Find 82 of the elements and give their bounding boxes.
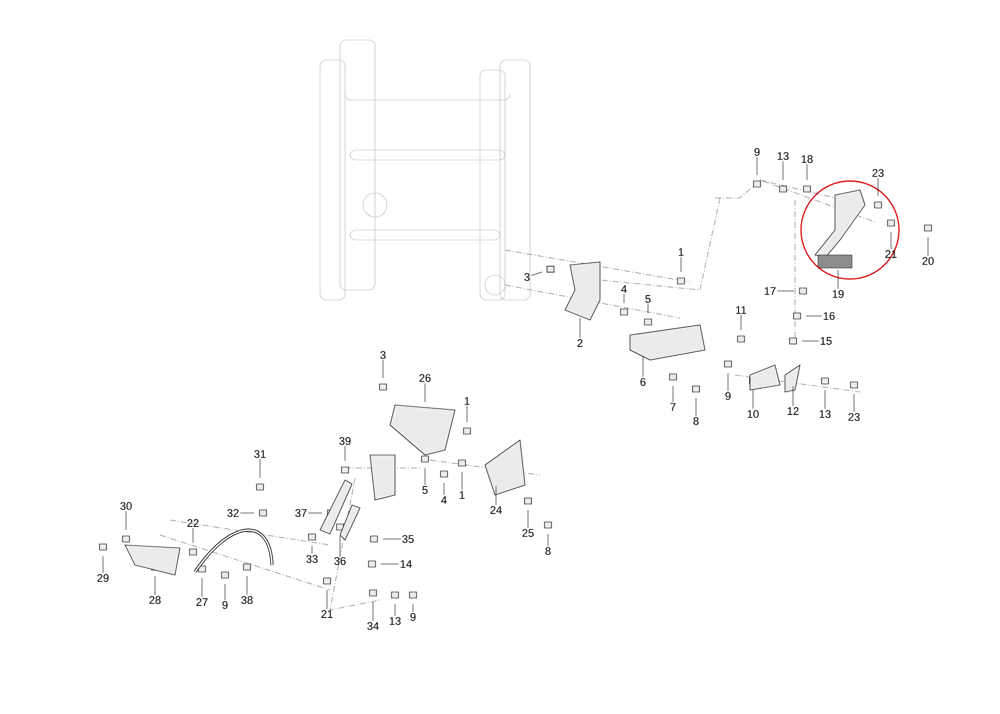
callout-number: 1 — [678, 248, 684, 256]
leader-line — [412, 604, 414, 612]
callout-number: 4 — [441, 496, 447, 504]
leader-line — [424, 468, 426, 486]
leader-line — [246, 576, 248, 596]
leader-line — [224, 584, 226, 600]
callout-number: 16 — [824, 312, 835, 320]
callout-number: 8 — [693, 417, 699, 425]
callout-number: 4 — [621, 285, 627, 293]
callout-number: 34 — [367, 622, 379, 630]
callout-number: 9 — [222, 601, 228, 609]
leader-line — [372, 602, 374, 622]
callout-number: 1 — [460, 491, 465, 499]
leader-line — [680, 256, 682, 272]
leader-line — [382, 538, 401, 540]
callout-number: 32 — [227, 509, 239, 517]
callout-number: 33 — [306, 555, 318, 563]
callout-number: 3 — [380, 351, 386, 359]
callout-number: 3 — [524, 273, 530, 281]
leader-line — [154, 576, 156, 596]
callout-number: 38 — [241, 596, 253, 604]
callout-number: 35 — [402, 535, 414, 543]
callout-number: 29 — [97, 574, 109, 582]
leader-line — [192, 528, 194, 544]
callout-number: 13 — [778, 152, 789, 160]
callout-number: 26 — [419, 374, 431, 382]
leader-line — [382, 360, 384, 378]
callout-number: 31 — [254, 450, 266, 458]
callout-number: 27 — [196, 598, 208, 606]
callout-number: 13 — [390, 617, 401, 625]
callout-number: 20 — [922, 257, 934, 265]
leader-line — [240, 512, 254, 514]
callout-number: 2 — [578, 339, 583, 347]
leader-line — [756, 156, 758, 176]
leader-line — [782, 160, 784, 180]
callout-number: 13 — [820, 410, 831, 418]
leader-line — [740, 314, 742, 330]
leader-line — [752, 390, 754, 410]
callout-number: 5 — [422, 486, 428, 494]
leader-line — [394, 604, 396, 616]
callout-number: 30 — [120, 502, 132, 510]
callout-number: 11 — [736, 306, 746, 314]
callout-number: 9 — [410, 613, 416, 621]
callout-number: 7 — [670, 403, 676, 411]
leader-line — [326, 590, 328, 610]
callout-number: 1 — [464, 397, 470, 405]
leader-line — [806, 164, 808, 180]
callout-number: 10 — [748, 410, 759, 418]
callout-number: 12 — [788, 407, 799, 415]
callout-number: 6 — [640, 378, 646, 386]
callout-number: 9 — [725, 392, 731, 400]
callout-number: 14 — [400, 560, 412, 568]
leader-line — [344, 446, 346, 462]
callout-number: 22 — [187, 519, 199, 527]
callout-number: 36 — [334, 557, 346, 565]
callout-number: 5 — [645, 295, 651, 303]
callout-number: 39 — [339, 437, 351, 445]
callout-number: 9 — [754, 148, 760, 156]
leader-line — [642, 356, 644, 378]
callout-number: 25 — [522, 529, 534, 537]
leader-line — [792, 386, 794, 406]
callout-number: 37 — [295, 509, 307, 517]
callout-number: 15 — [820, 337, 832, 345]
leader-line — [777, 290, 794, 292]
callout-number: 23 — [848, 413, 860, 421]
leader-line — [802, 340, 819, 342]
leader-line — [102, 556, 104, 574]
leader-line — [424, 382, 426, 402]
leader-line — [672, 386, 674, 402]
leader-line — [466, 406, 468, 422]
callout-number: 24 — [490, 506, 502, 514]
leader-line — [824, 390, 826, 410]
callout-number: 19 — [832, 290, 844, 298]
callout-number: 17 — [764, 287, 776, 295]
callout-number: 21 — [321, 610, 333, 618]
callout-number: 28 — [149, 596, 161, 604]
callout-number: 23 — [872, 169, 884, 177]
leader-line — [531, 272, 542, 276]
leader-line — [890, 232, 892, 250]
callout-number: 18 — [802, 155, 813, 163]
callout-number: 8 — [545, 547, 551, 555]
leader-line — [308, 512, 322, 514]
